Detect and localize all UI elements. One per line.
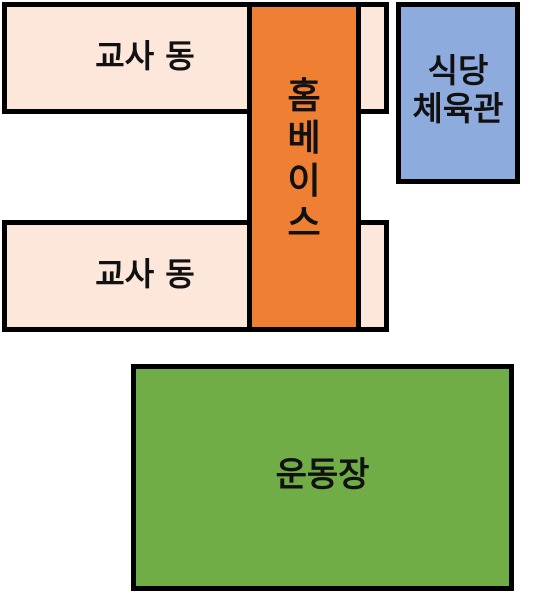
homebase-label: 홈 베 이 스	[247, 76, 361, 246]
homebase-char-1: 홈	[287, 76, 321, 117]
cafeteria-gym-building	[396, 2, 520, 184]
homebase-building	[247, 2, 361, 332]
homebase-char-3: 이	[287, 160, 321, 202]
homebase-char-2: 베	[287, 118, 321, 160]
playground	[131, 364, 514, 591]
classroom-building-top-label: 교사 동	[95, 37, 195, 75]
classroom-building-bottom-label: 교사 동	[95, 255, 195, 293]
cafeteria-gym-label: 식당 체육관	[396, 52, 520, 128]
cafeteria-label: 식당	[427, 51, 489, 90]
playground-label: 운동장	[275, 455, 370, 495]
homebase-char-4: 스	[287, 203, 321, 245]
gym-label: 체육관	[412, 88, 504, 128]
